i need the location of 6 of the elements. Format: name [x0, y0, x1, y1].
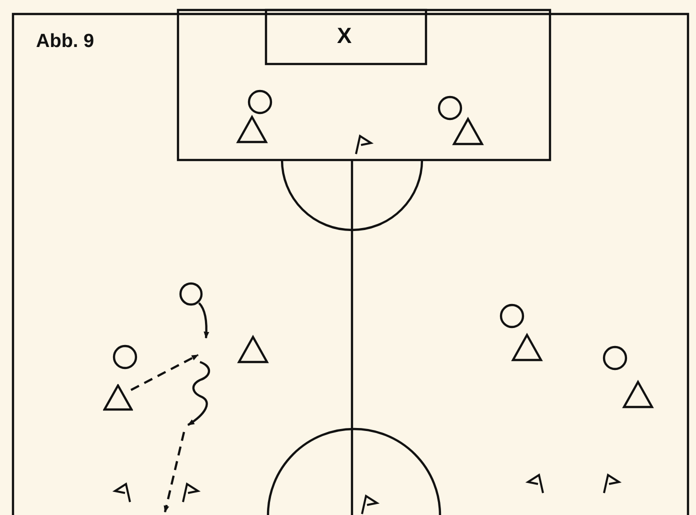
pass-arrow: [130, 354, 199, 391]
figure-label: Abb. 9: [36, 32, 94, 51]
goal-label: X: [337, 25, 352, 47]
player-triangle-icon: [103, 384, 133, 411]
run-arrow: [198, 302, 210, 339]
player-circle-icon: [179, 282, 203, 306]
